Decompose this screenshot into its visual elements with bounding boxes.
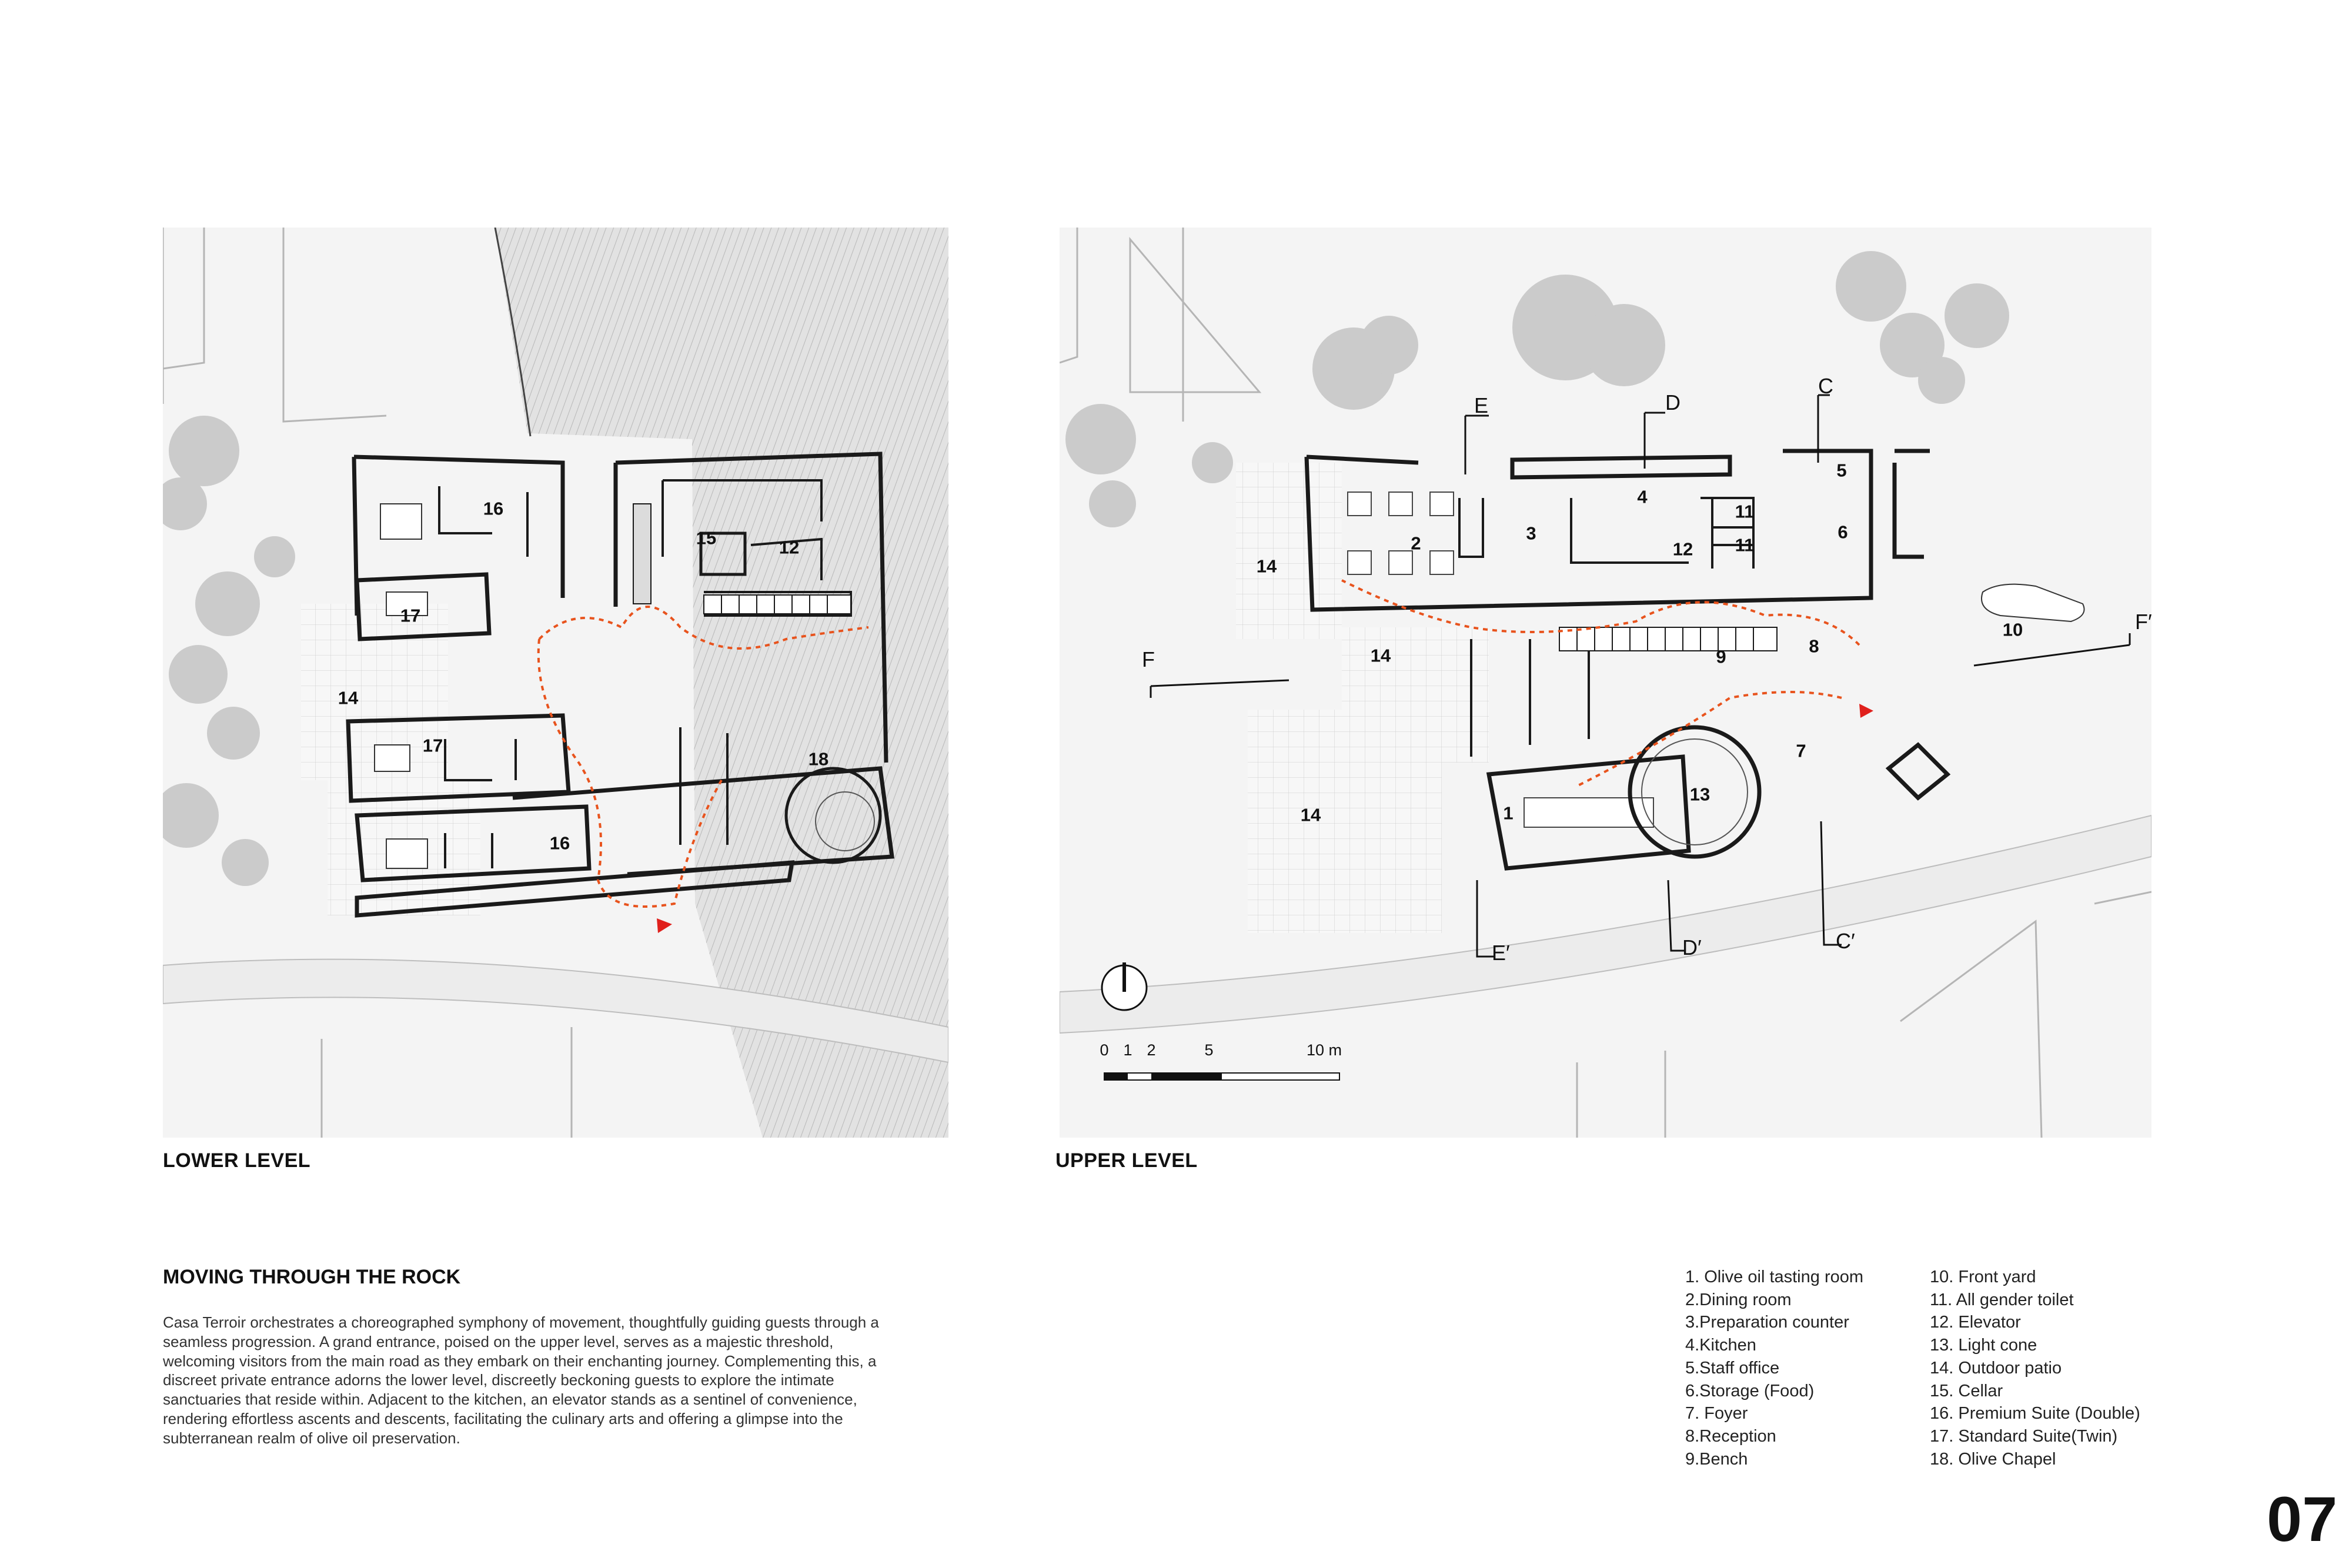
section-mark: F [1142,647,1155,671]
section-mark: C′ [1836,929,1855,953]
legend-item: 18. Olive Chapel [1930,1449,2056,1469]
legend-item: 9.Bench [1685,1449,1748,1469]
section-marks: E D C F F′ E′ D′ C′ [1142,374,2151,965]
legend-column-2: 10. Front yard 11. All gender toilet 12.… [1930,1266,2140,1470]
room-label: 7 [1796,741,1806,761]
legend-item: 13. Light cone [1930,1336,2037,1355]
legend-item: 17. Standard Suite(Twin) [1930,1426,2118,1446]
upper-room-labels: 2 3 4 5 6 11 11 12 14 14 14 9 8 7 10 1 1… [1257,460,2023,825]
section-mark: D′ [1682,935,1702,959]
dining-tables [1347,492,1454,575]
lower-walls [346,452,894,918]
legend-item: 10. Front yard [1930,1268,2036,1286]
lower-level-plan: 16 15 12 17 14 17 18 16 [163,228,948,1138]
room-label: 6 [1838,522,1847,543]
room-label: 12 [779,537,799,558]
legend-item: 16. Premium Suite (Double) [1930,1404,2140,1423]
room-label: 17 [400,606,420,626]
room-label: 8 [1809,636,1819,657]
room-label: 18 [808,749,828,770]
legend-item: 1. Olive oil tasting room [1685,1268,1864,1286]
legend-item: 8.Reception [1685,1426,1776,1446]
legend-item: 4.Kitchen [1685,1336,1756,1355]
room-label: 14 [1371,646,1391,666]
room-label: 11 [1735,502,1755,522]
page-number: 07 [2267,1483,2338,1554]
scale-tick: 1 [1123,1041,1132,1059]
room-label: 17 [423,735,443,756]
room-label: 3 [1526,523,1536,544]
section-mark: E [1474,393,1488,417]
legend-item: 3.Preparation counter [1685,1313,1849,1332]
entrance-marker-icon [657,918,672,933]
room-label: 2 [1411,533,1421,554]
legend-item: 14. Outdoor patio [1930,1358,2062,1378]
room-label: 4 [1637,487,1648,507]
scale-tick: 0 [1100,1041,1108,1059]
legend-item: 5.Staff office [1685,1358,1780,1378]
light-cone-plan [1628,725,1762,859]
scale-tick: 2 [1147,1041,1155,1059]
upper-walls [1304,449,1951,871]
room-label: 14 [1301,805,1321,825]
room-label: 14 [338,688,359,708]
legend-item: 12. Elevator [1930,1313,2021,1332]
room-label: 11 [1735,535,1755,556]
legend-item: 11. All gender toilet [1930,1290,2074,1309]
section-mark: F′ [2135,610,2151,634]
scale-bar: 0 1 2 5 10 m [1100,1041,1342,1081]
legend-item: 7. Foyer [1685,1404,1748,1423]
north-arrow-icon [1101,962,1148,1011]
entrance-marker-icon [1859,704,1873,718]
olive-chapel-plan [784,767,882,864]
circulation-path [1341,579,1860,787]
lower-room-labels: 16 15 12 17 14 17 18 16 [338,499,828,854]
legend-item: 15. Cellar [1930,1381,2003,1400]
vegetation [163,416,295,886]
room-label: 9 [1716,647,1726,667]
car-icon [1981,583,2085,623]
vegetation [1065,251,2009,527]
section-mark: D [1665,390,1681,414]
section-mark: C [1818,374,1833,398]
upper-level-plan: 2 3 4 5 6 11 11 12 14 14 14 9 8 7 10 1 1… [1060,228,2151,1138]
room-label: 13 [1690,784,1710,805]
legend-item: 6.Storage (Food) [1685,1381,1815,1400]
room-label: 16 [483,499,503,519]
room-label: 14 [1257,556,1277,577]
legend-item: 2.Dining room [1685,1290,1792,1309]
legend-column-1: 1. Olive oil tasting room 2.Dining room … [1685,1266,1863,1470]
room-label: 1 [1503,803,1513,824]
section-heading: MOVING THROUGH THE ROCK [163,1266,461,1288]
section-body: Casa Terroir orchestrates a choreographe… [163,1313,879,1447]
scale-tick: 10 m [1307,1041,1342,1059]
lower-level-title: LOWER LEVEL [163,1149,311,1172]
room-label: 16 [550,833,570,854]
section-mark: E′ [1492,941,1510,965]
upper-level-title: UPPER LEVEL [1055,1149,1198,1172]
room-label: 15 [696,528,716,549]
room-label: 5 [1836,460,1846,481]
room-label: 12 [1673,539,1693,560]
room-label: 10 [2003,620,2023,640]
scale-tick: 5 [1204,1041,1213,1059]
circulation-path [537,606,869,908]
